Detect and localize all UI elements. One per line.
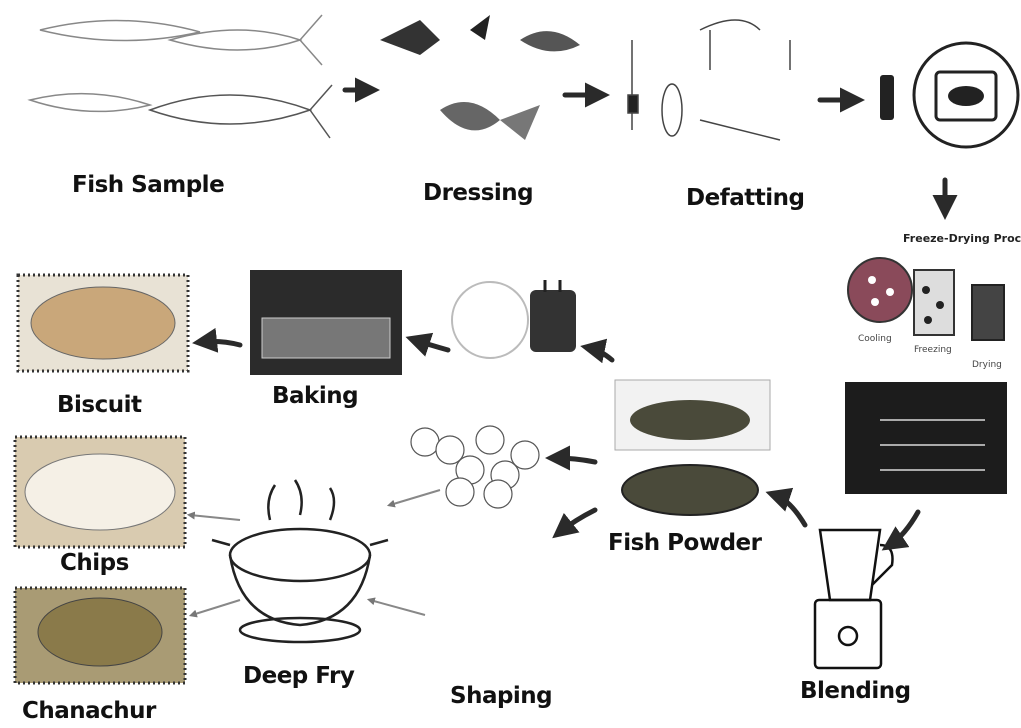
chanachur-bowl: [38, 598, 162, 666]
label-blending: Blending: [800, 678, 911, 704]
fish-powder-top-pile: [630, 400, 750, 440]
chips-plate: [25, 454, 175, 530]
shaped-dough-illustration: [411, 426, 539, 508]
freeze-drying-step-drying: Drying: [972, 360, 1002, 370]
baking-tray: [262, 318, 390, 358]
label-defatting: Defatting: [686, 185, 804, 211]
dough-press-illustration: [452, 280, 576, 358]
label-baking: Baking: [272, 383, 358, 409]
label-fish-sample: Fish Sample: [72, 172, 224, 198]
freeze-drying-step-cooling: Cooling: [858, 334, 892, 344]
freeze-drying-step-freezing: Freezing: [914, 345, 952, 355]
label-fish-powder: Fish Powder: [608, 530, 761, 556]
label-shaping: Shaping: [450, 683, 552, 709]
label-deep-fry: Deep Fry: [243, 663, 354, 689]
freeze-dryer-photo: [845, 382, 1007, 494]
freeze-drying-title: Freeze-Drying Process: [903, 232, 1021, 245]
label-chips: Chips: [60, 550, 129, 576]
freeze-dryer-illustration: [880, 43, 1018, 147]
freeze-drying-panel: [848, 258, 1004, 340]
dressing-illustration: [380, 15, 580, 140]
blender-illustration: [815, 530, 893, 668]
label-dressing: Dressing: [423, 180, 533, 206]
defatting-illustration: [628, 20, 790, 140]
label-chanachur: Chanachur: [22, 698, 156, 724]
fish-powder-bottom-pile: [622, 465, 758, 515]
fish-sample-illustration: [30, 15, 332, 138]
secondary-arrows: [190, 490, 440, 615]
label-biscuit: Biscuit: [57, 392, 142, 418]
biscuit-plate: [31, 287, 175, 359]
deep-fry-illustration: [212, 480, 388, 642]
